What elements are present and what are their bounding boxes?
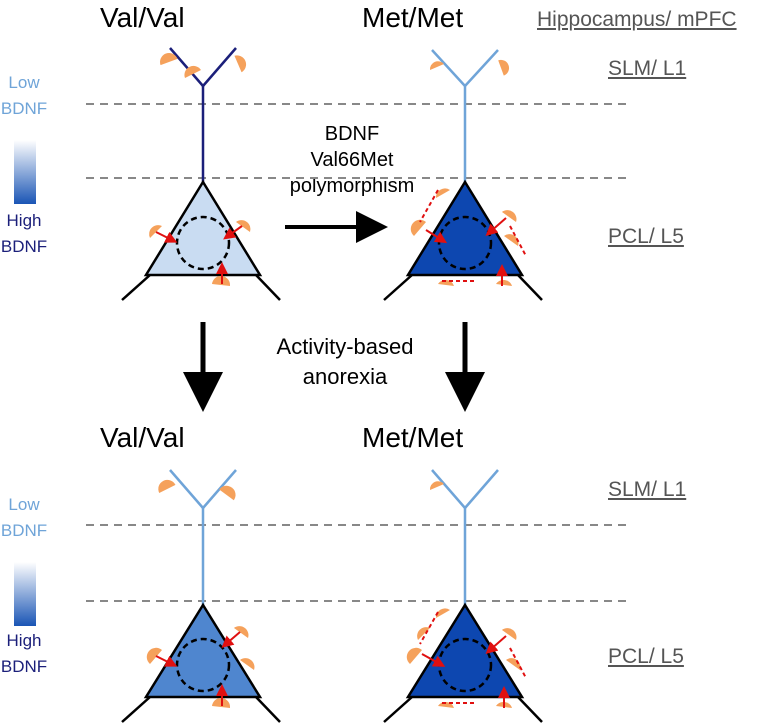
polymorphism-line1: BDNF: [324, 123, 380, 145]
basal-branches: [383, 696, 543, 723]
dendrite: [431, 469, 499, 605]
polymorphism-line2: Val66Met: [310, 149, 394, 171]
synapse-top: [429, 59, 510, 76]
red-arrows: [155, 225, 243, 284]
synapse-top: [160, 53, 247, 78]
legend-high-line1: High: [6, 211, 42, 230]
soma: [143, 179, 263, 277]
legend-high-line2: BDNF: [0, 657, 48, 676]
legend-low-label-bottom: Low BDNF: [0, 492, 48, 544]
treatment-line2: anorexia: [302, 364, 388, 389]
layer-boundaries: [86, 103, 632, 602]
neuron-top-right: [383, 49, 543, 301]
legend-low-line1: Low: [8, 495, 40, 514]
red-arrows: [419, 611, 527, 708]
layer-label-slm-bottom: SLM/ L1: [608, 478, 687, 501]
legend-high-line1: High: [6, 631, 42, 650]
red-arrows: [155, 631, 241, 706]
legend-high-line2: BDNF: [0, 237, 48, 256]
basal-branches: [121, 696, 281, 723]
treatment-label: Activity-based anorexia: [245, 332, 445, 392]
soma: [405, 602, 525, 699]
legend-low-line2: BDNF: [0, 99, 48, 118]
polymorphism-line3: polymorphism: [289, 175, 415, 197]
legend-low-line1: Low: [8, 73, 40, 92]
red-arrows: [419, 189, 527, 286]
legend-gradient-bottom: [14, 562, 36, 626]
nucleus: [175, 215, 231, 271]
layer-label-pcl-bottom: PCL/ L5: [608, 645, 684, 668]
neuron-top-left: [121, 47, 281, 301]
layer-label-pcl-top: PCL/ L5: [608, 225, 684, 248]
genotype-label-bottom-left: Val/Val: [100, 422, 185, 453]
polymorphism-label: BDNF Val66Met polymorphism: [272, 121, 432, 199]
neuron-bottom-right: [383, 469, 543, 723]
neuron-bottom-left: [121, 469, 281, 723]
synapse-top: [429, 481, 444, 490]
synapse-soma: [406, 608, 521, 708]
soma: [143, 602, 263, 699]
dendrite: [169, 469, 237, 605]
dendrite: [169, 47, 237, 182]
dendrite: [431, 49, 499, 182]
legend-gradient-top: [14, 140, 36, 204]
synapse-top: [158, 479, 236, 501]
genotype-label-top-right: Met/Met: [362, 2, 464, 33]
basal-branches: [383, 274, 543, 301]
genotype-label-top-left: Val/Val: [100, 2, 185, 33]
treatment-line1: Activity-based: [276, 334, 414, 359]
genotype-label-bottom-right: Met/Met: [362, 422, 464, 453]
legend-low-line2: BDNF: [0, 521, 48, 540]
legend-high-label-top: High BDNF: [0, 208, 48, 260]
synapse-soma: [410, 188, 519, 286]
layer-label-slm-top: SLM/ L1: [608, 57, 687, 80]
legend-high-label-bottom: High BDNF: [0, 628, 48, 680]
soma: [405, 179, 525, 277]
legend-low-label-top: Low BDNF: [0, 70, 48, 122]
basal-branches: [121, 274, 281, 301]
region-label: Hippocampus/ mPFC: [537, 8, 737, 31]
